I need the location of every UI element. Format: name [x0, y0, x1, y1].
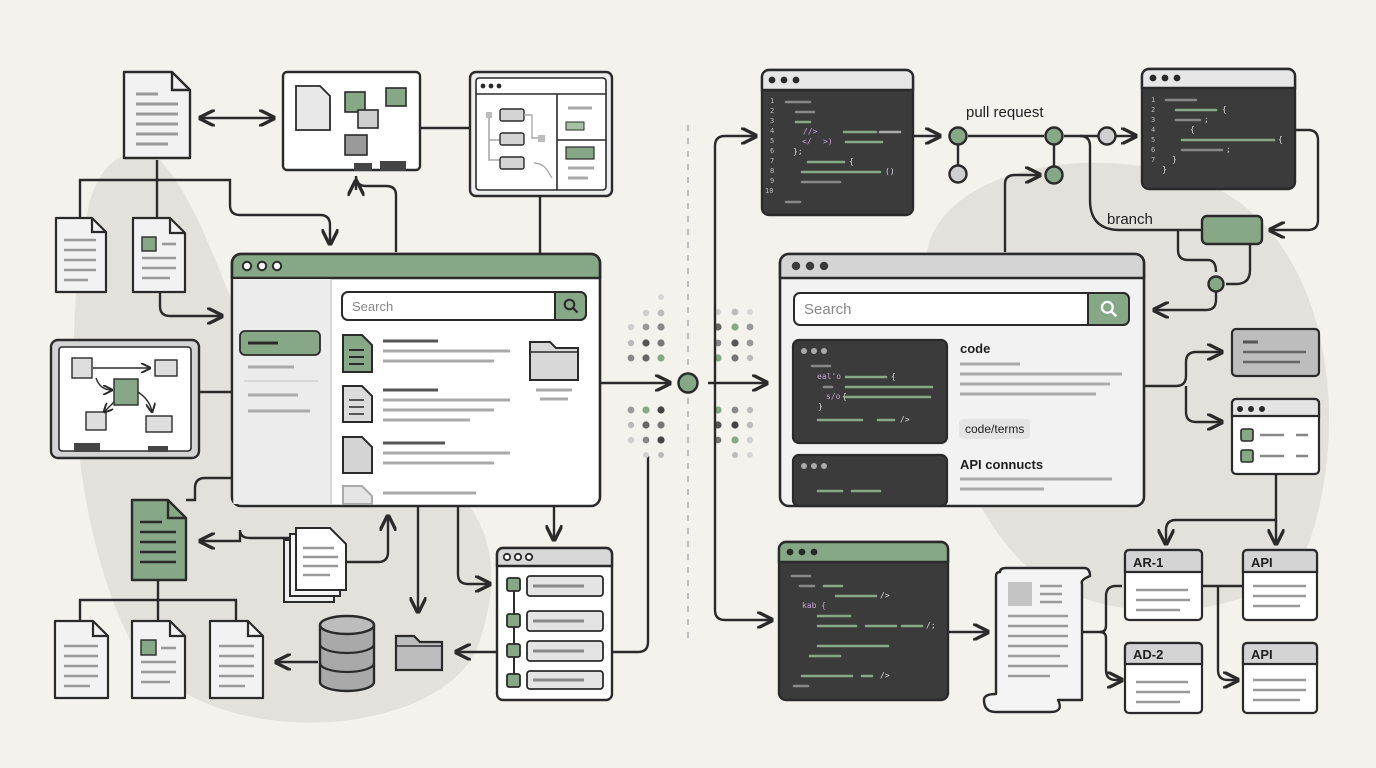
folder-icon-bottom — [394, 634, 444, 672]
right-line-number-5: 5 — [1151, 136, 1156, 144]
card-api-bottom — [1241, 641, 1319, 715]
card-title-api-top: API — [1251, 555, 1273, 570]
search-icon — [1100, 300, 1117, 318]
small-panel-gray — [1230, 327, 1321, 378]
git-node-2 — [948, 164, 968, 184]
code-token-bottom-4: /> — [880, 671, 890, 680]
code-token-top-1: //> — [803, 127, 818, 136]
right-search-button[interactable] — [1087, 292, 1130, 326]
center-dots-left — [627, 294, 665, 458]
right-line-number-4: 4 — [1151, 126, 1156, 134]
card-title-api-bottom: API — [1251, 647, 1273, 662]
right-search-input[interactable]: Search — [793, 292, 1130, 326]
result-title-code[interactable]: code — [960, 341, 991, 356]
document-icon-top — [122, 70, 192, 160]
code-token-top-6: () — [885, 167, 895, 176]
line-number-8: 8 — [770, 167, 775, 175]
document-icon-small-4 — [130, 619, 187, 700]
search-icon — [563, 298, 578, 314]
code-token-bottom-1: /> — [880, 591, 890, 600]
card-ar-1 — [1123, 548, 1204, 622]
right-line-number-2: 2 — [1151, 106, 1156, 114]
document-stack — [283, 527, 347, 603]
branch-merge-node — [1207, 275, 1225, 293]
document-icon-green — [130, 498, 188, 582]
branch-node — [1200, 214, 1264, 246]
code-token-right-7: } — [1162, 165, 1167, 174]
document-icon-small-1 — [54, 216, 108, 294]
code-token-right-3: { — [1190, 125, 1195, 134]
code-token-right-5: ; — [1226, 145, 1231, 154]
git-node-5 — [1097, 126, 1117, 146]
flow-window — [468, 70, 614, 198]
code-token-top-2: </ — [802, 137, 812, 146]
scroll-document — [982, 566, 1092, 714]
line-number-10: 10 — [765, 187, 774, 195]
code-token-right-1: { — [1222, 105, 1227, 114]
document-icon-small-5 — [208, 619, 265, 700]
document-icon-small-3 — [53, 619, 110, 700]
code-token-right-4: { — [1278, 135, 1283, 144]
board-panel — [281, 70, 422, 172]
code-window-bottom — [777, 540, 950, 702]
branch-label: branch — [1107, 211, 1153, 228]
left-bottom-connectors — [78, 456, 650, 662]
code-token-result-6: /> — [900, 415, 910, 424]
line-number-6: 6 — [770, 147, 775, 155]
result-tag-code-terms[interactable]: code/terms — [959, 419, 1031, 439]
line-number-2: 2 — [770, 107, 775, 115]
right-line-number-7: 7 — [1151, 156, 1156, 164]
code-token-top-3: >) — [823, 137, 833, 146]
right-line-number-6: 6 — [1151, 146, 1156, 154]
small-panel-list — [1230, 397, 1321, 476]
card-ad-2 — [1123, 641, 1204, 715]
left-search-button[interactable] — [554, 291, 587, 321]
line-number-4: 4 — [770, 127, 775, 135]
code-token-result-4: { — [842, 392, 847, 401]
left-search-input[interactable]: Search — [341, 291, 587, 321]
right-line-number-3: 3 — [1151, 116, 1156, 124]
card-title-ad-2: AD-2 — [1133, 647, 1164, 662]
code-token-result-5: } — [818, 402, 823, 411]
code-token-result-3: s/o — [826, 392, 841, 401]
right-connectors — [713, 130, 1320, 680]
git-node-4 — [1044, 165, 1064, 185]
document-icon-small-2 — [131, 216, 187, 294]
database-icon — [318, 614, 376, 693]
code-token-right-2: ; — [1204, 115, 1209, 124]
git-node-3 — [1044, 126, 1064, 146]
code-window-top — [760, 68, 915, 217]
right-line-number-1: 1 — [1151, 96, 1156, 104]
center-node — [677, 372, 699, 394]
line-number-3: 3 — [770, 117, 775, 125]
line-number-1: 1 — [770, 97, 775, 105]
code-token-result-1: eal'o — [817, 372, 842, 381]
line-number-9: 9 — [770, 177, 775, 185]
code-token-top-5: { — [849, 157, 854, 166]
code-token-bottom-2: kab { — [802, 601, 827, 610]
code-token-bottom-3: /; — [926, 621, 936, 630]
card-api-top — [1241, 548, 1319, 622]
code-token-right-6: } — [1172, 155, 1177, 164]
line-number-7: 7 — [770, 157, 775, 165]
result-title-api[interactable]: API connucts — [960, 457, 1044, 472]
code-token-top-4: }; — [793, 147, 803, 156]
list-window — [495, 546, 614, 702]
git-node-1 — [948, 126, 968, 146]
card-title-ar-1: AR-1 — [1133, 555, 1164, 570]
pull-request-label: pull request — [966, 104, 1044, 121]
code-window-right — [1140, 67, 1297, 191]
tablet-flowchart — [49, 338, 201, 460]
doc-tree-connectors — [78, 160, 398, 316]
code-token-result-2: { — [891, 372, 896, 381]
line-number-5: 5 — [770, 137, 775, 145]
